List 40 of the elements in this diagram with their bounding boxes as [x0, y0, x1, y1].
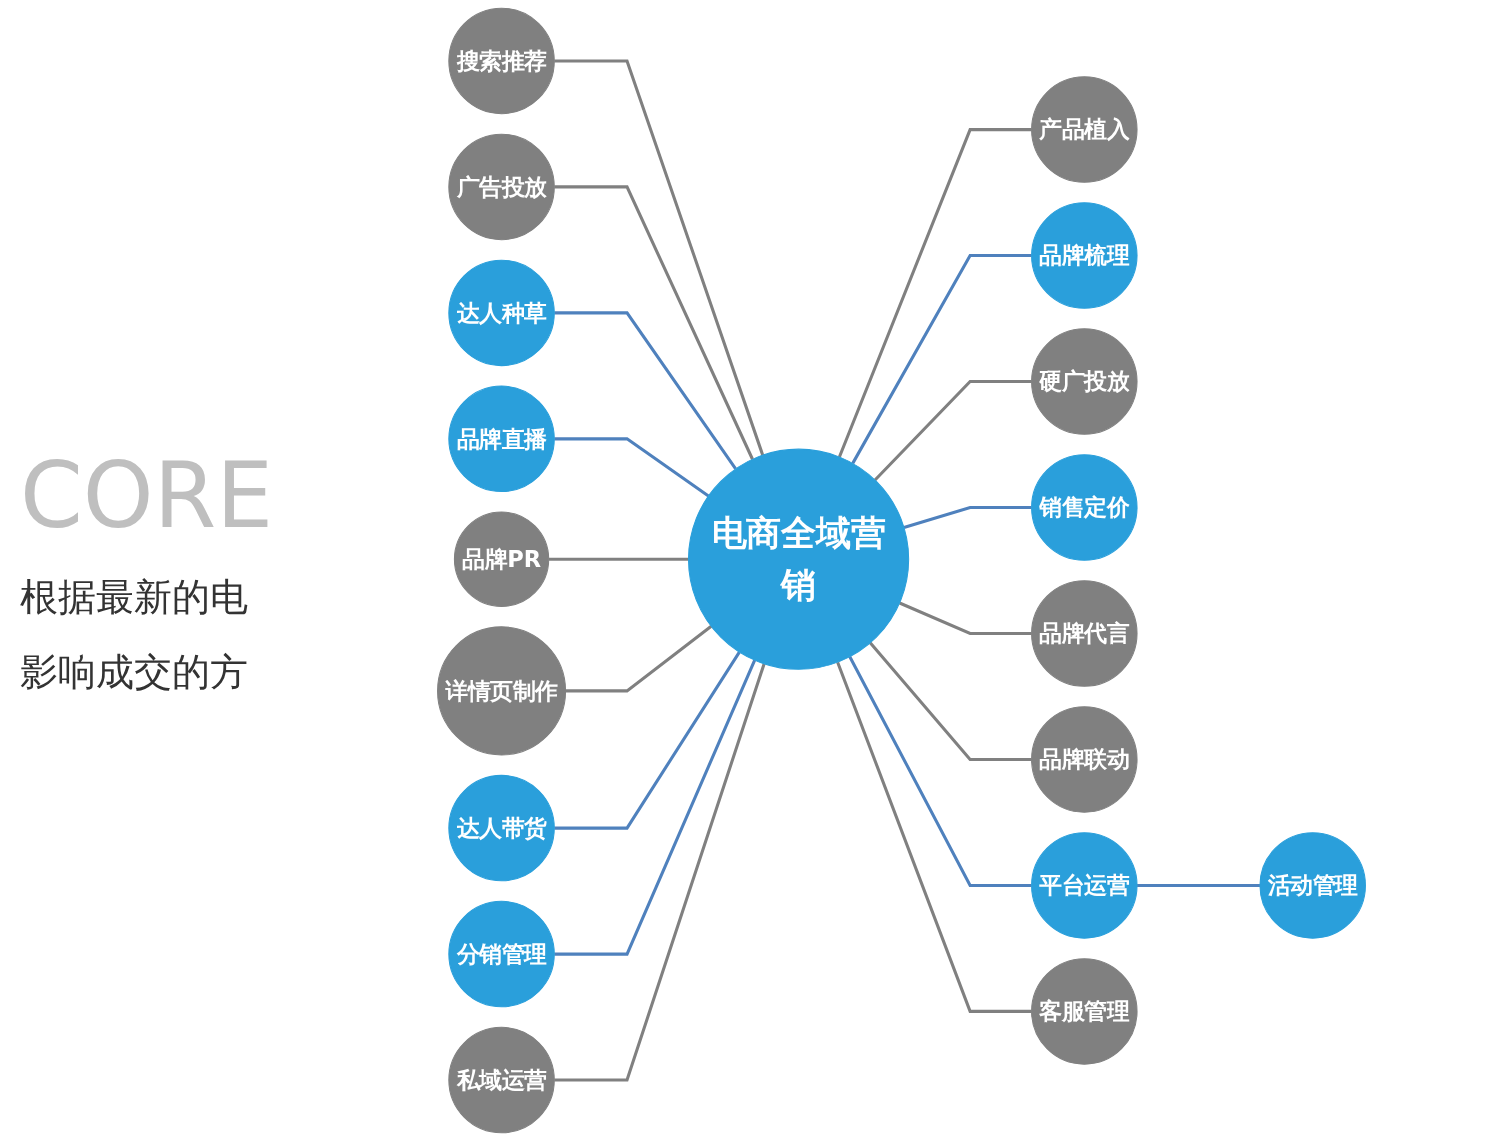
connector [565, 625, 713, 693]
text-line: 根据最新的电 [20, 574, 249, 621]
node-circle: 品牌PR [453, 511, 550, 607]
connector [554, 437, 710, 498]
node-circle: 产品植入 [1031, 76, 1138, 183]
connector [1137, 883, 1260, 887]
connector [554, 663, 766, 1082]
node-circle: 活动管理 [1259, 832, 1366, 939]
connector [554, 651, 741, 830]
watermark-text: CORE [20, 443, 275, 548]
node-circle: 平台运营 [1031, 832, 1138, 939]
connector [554, 311, 737, 470]
connector [548, 557, 689, 561]
node-circle: 品牌联动 [1031, 706, 1138, 813]
connector [554, 659, 757, 956]
connector [848, 655, 1032, 887]
connector [837, 128, 1032, 458]
node-circle: 详情页制作 [437, 626, 567, 756]
node-circle: 私域运营 [448, 1026, 555, 1134]
connector [873, 380, 1032, 482]
connector [899, 601, 1032, 636]
node-circle: 电商全域营销 [687, 448, 910, 670]
node-circle: 广告投放 [448, 133, 555, 241]
connector [903, 505, 1032, 529]
text-line: 影响成交的方 [20, 649, 249, 696]
node-circle: 分销管理 [448, 900, 555, 1008]
node-circle: 达人带货 [448, 774, 555, 882]
node-circle: 销售定价 [1031, 454, 1138, 561]
node-circle: 品牌直播 [448, 385, 555, 493]
node-circle: 达人种草 [448, 259, 555, 367]
node-circle: 搜索推荐 [448, 7, 555, 115]
connector [869, 641, 1032, 761]
connector [554, 185, 754, 460]
connector [851, 254, 1032, 465]
connector [554, 59, 765, 456]
connector [836, 661, 1032, 1013]
node-circle: 硬广投放 [1031, 328, 1138, 435]
node-circle: 客服管理 [1031, 958, 1138, 1065]
node-circle: 品牌代言 [1031, 580, 1138, 687]
node-circle: 品牌梳理 [1031, 202, 1138, 309]
